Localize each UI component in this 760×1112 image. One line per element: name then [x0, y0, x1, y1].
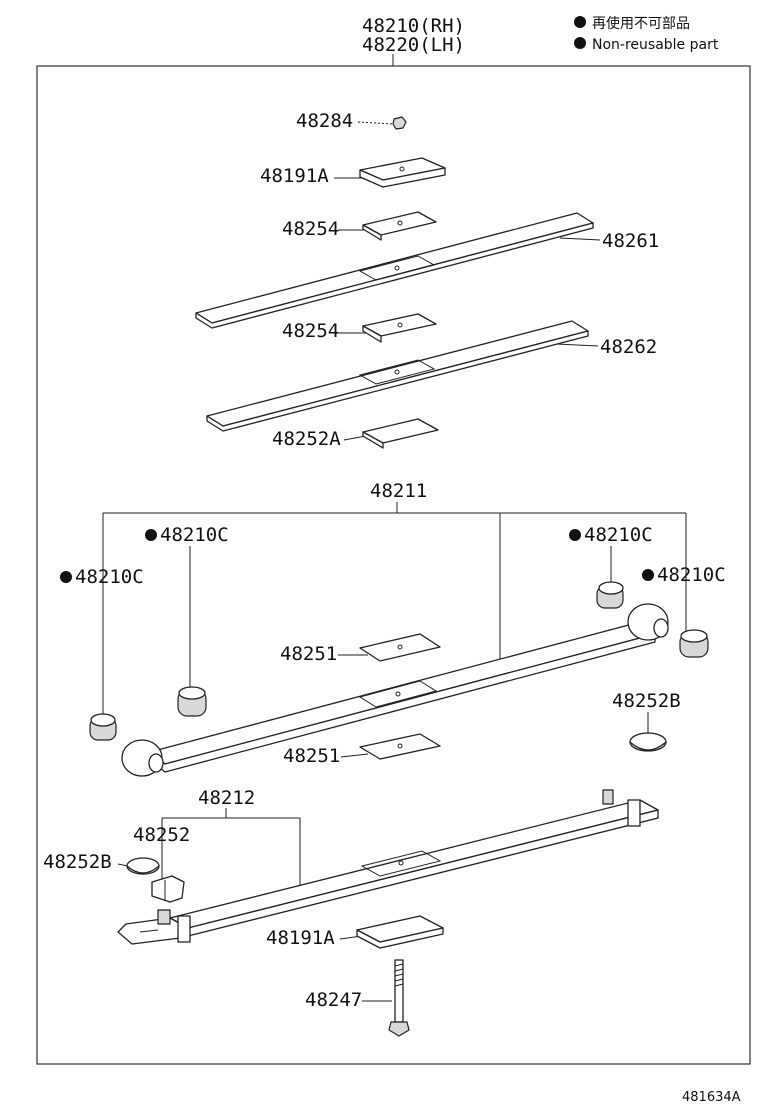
leaf-48262-hole [394, 369, 400, 375]
legend-bullet-icon [574, 16, 586, 28]
bottom-clip-side [356, 927, 444, 949]
leaf-48212-seat [360, 850, 442, 877]
leaf-48262-seat [358, 359, 436, 385]
pad-2-side [362, 325, 382, 343]
leaf-eye-left [121, 739, 164, 777]
label-48191A-top: 48191A [260, 165, 329, 187]
leaf-48212-hole [398, 860, 404, 866]
pad-1-side [362, 224, 382, 241]
label-48261: 48261 [602, 230, 659, 252]
label-48254-b: 48254 [282, 320, 339, 342]
non-reusable-bullet-icon [145, 529, 157, 541]
leader-48262 [555, 343, 599, 347]
top-clip-hole [399, 166, 405, 172]
bushing-ur [596, 581, 624, 609]
non-reusable-bullet-icon [569, 529, 581, 541]
leader-48252A [343, 435, 367, 441]
label-48252B-right: 48252B [612, 690, 681, 712]
non-reusable-bullet-icon [60, 571, 72, 583]
leader-48252B-left [117, 863, 129, 867]
leaf-48211-hole [395, 691, 401, 697]
label-48210C-lr: 48210C [657, 564, 726, 586]
bushing-lr [679, 629, 709, 658]
leader-48261 [559, 237, 601, 241]
legend-japanese: 再使用不可部品 [592, 15, 690, 32]
leaf-48261-hole [394, 265, 400, 271]
label-48210C-ul: 48210C [160, 524, 229, 546]
figure-code: 481634A [682, 1090, 741, 1105]
label-48210C-ur: 48210C [584, 524, 653, 546]
leaf-48211-seat [358, 680, 438, 708]
label-48210C-ll: 48210C [75, 566, 144, 588]
label-48252B-left: 48252B [43, 851, 112, 873]
pad-3-side [362, 431, 384, 449]
cap-right-part [629, 732, 667, 752]
leaf-48212-clip-left [157, 909, 191, 943]
label-48191A-bottom: 48191A [266, 927, 335, 949]
insert-lower-hole [397, 743, 403, 749]
insert-lower-part [359, 733, 441, 760]
leader-48251-lower [340, 753, 369, 758]
leaf-48212-tip-hole [139, 929, 159, 933]
pad-1-hole [397, 220, 403, 226]
insert-upper-part [359, 633, 441, 662]
leader-48284 [357, 121, 395, 125]
label-48251-lower: 48251 [283, 745, 340, 767]
label-48254-a: 48254 [282, 218, 339, 240]
legend-bullet-icon [574, 37, 586, 49]
assembly-frame [36, 65, 751, 1065]
label-48284: 48284 [296, 110, 353, 132]
assembly-number-lh: 48220(LH) [362, 34, 465, 56]
leaf-48212-top [169, 799, 659, 929]
leaf-48262-side [206, 330, 589, 432]
legend-english: Non-reusable part [592, 37, 719, 53]
top-clip-side [359, 167, 446, 188]
leaf-eye-right [627, 603, 669, 641]
label-48211: 48211 [370, 480, 427, 502]
pad-2-hole [397, 322, 403, 328]
nut-part [392, 116, 407, 130]
label-48212: 48212 [198, 787, 255, 809]
leaf-48212-clip-right [602, 789, 641, 827]
label-48247: 48247 [305, 989, 362, 1011]
bracket-48252-part [151, 875, 185, 903]
assembly-number-rh: 48210(RH) [362, 15, 465, 37]
non-reusable-bullet-icon [642, 569, 654, 581]
label-48252A: 48252A [272, 428, 341, 450]
label-48252: 48252 [133, 824, 190, 846]
insert-upper-hole [397, 644, 403, 650]
leaf-48261-seat [358, 255, 436, 281]
bushing-ul [177, 686, 207, 717]
label-48262: 48262 [600, 336, 657, 358]
bolt-part [388, 959, 410, 1037]
cap-left-part [126, 857, 160, 875]
bushing-ll [89, 713, 117, 741]
label-48251-upper: 48251 [280, 643, 337, 665]
